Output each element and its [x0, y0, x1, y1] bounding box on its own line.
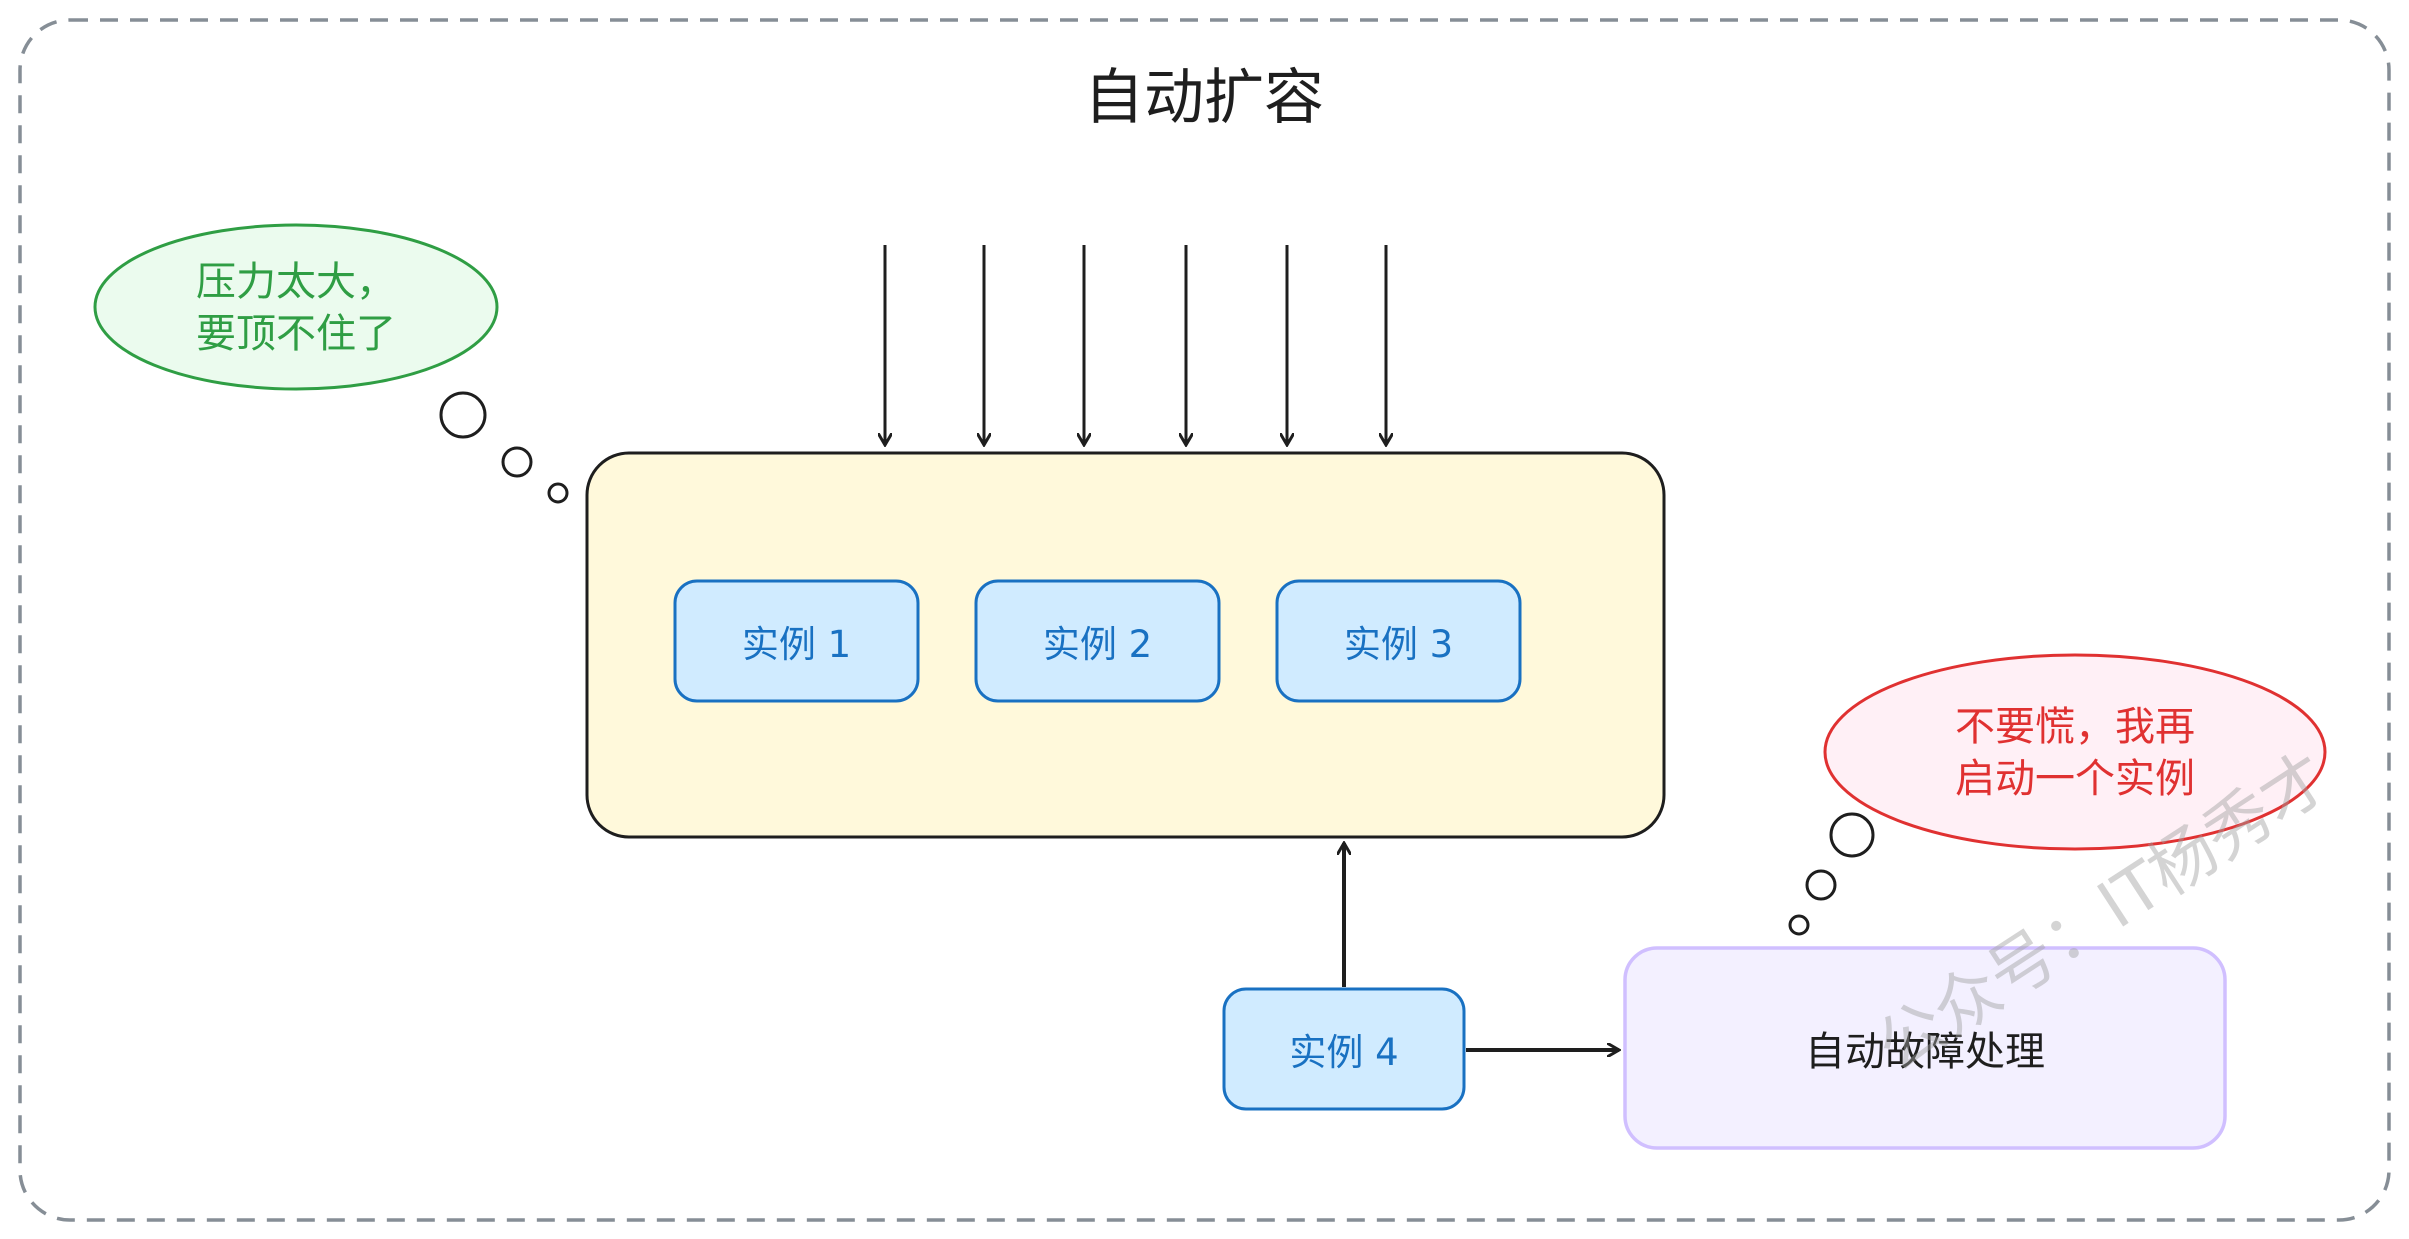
thought-bubble-scale	[1823, 653, 2327, 851]
thought-dot	[1788, 914, 1810, 936]
thought-dot	[501, 446, 533, 478]
diagram-title: 自动扩容	[1084, 62, 1324, 133]
thought-dot	[1829, 812, 1875, 858]
thought-dot	[1805, 869, 1837, 901]
thought-bubble-overload	[93, 223, 499, 391]
thought-overload-text: 压力太大， 要顶不住了	[196, 258, 396, 357]
instance-3-label: 实例 3	[1343, 623, 1454, 666]
failover-label: 自动故障处理	[1805, 1029, 2045, 1075]
failover-box	[1623, 946, 2227, 1150]
instance-3-box	[1275, 579, 1522, 703]
instance-4-label: 实例 4	[1289, 1031, 1399, 1074]
thought-scale-text: 不要慌，我再 启动一个实例	[1955, 703, 2195, 802]
instance-4-box	[1222, 987, 1466, 1111]
thought-dot	[439, 391, 487, 439]
instance-1-box	[673, 579, 920, 703]
instance-2-box	[974, 579, 1221, 703]
outer-frame	[18, 18, 2391, 1222]
thought-dot	[547, 482, 569, 504]
instance-1-label: 实例 1	[741, 623, 852, 666]
instance-2-label: 实例 2	[1042, 623, 1153, 666]
